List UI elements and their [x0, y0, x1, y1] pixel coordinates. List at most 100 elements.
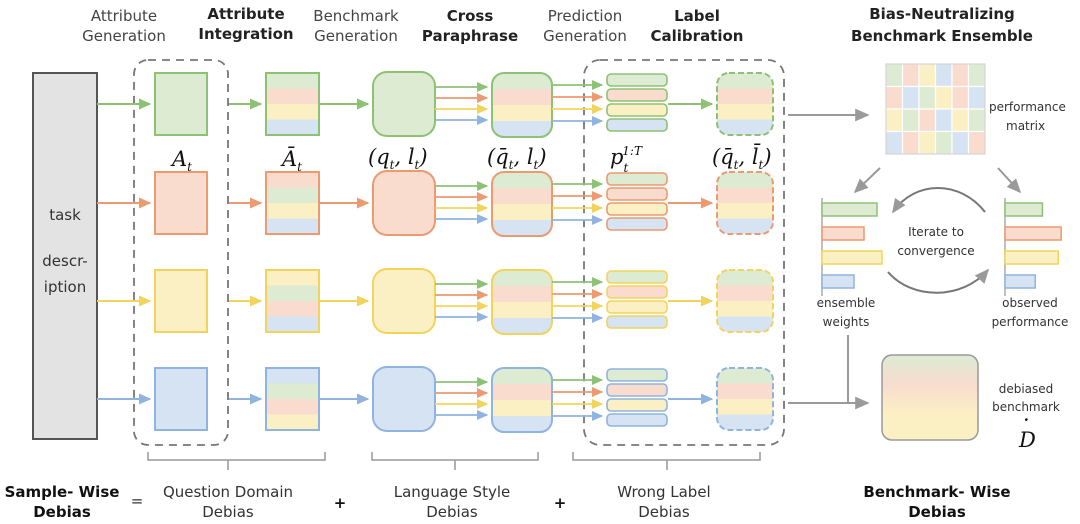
svg-text:Iterate to: Iterate to [908, 225, 964, 239]
paraphrase-blue-stripe-orange [492, 384, 552, 401]
svg-text:descr-: descr- [42, 252, 87, 270]
calibrated-box-green [716, 72, 774, 136]
prediction-card-blue [606, 118, 668, 132]
bar-blue [821, 274, 855, 289]
paraphrase-yellow-border [491, 269, 553, 335]
matrix-cell [967, 63, 986, 88]
header-bias-neutralizing: Bias-Neutralizing Benchmark Ensemble [851, 5, 1033, 45]
svg-text:task: task [49, 206, 81, 224]
row-blue [97, 366, 774, 433]
paraphrase-blue-stripe-green [492, 368, 552, 385]
header-benchmark-generation: Benchmark Generation [313, 7, 399, 45]
prediction-stack-yellow [606, 270, 668, 329]
paraphrase-orange-stripe-orange [492, 188, 552, 205]
performance-matrix [885, 63, 986, 155]
svg-text:Debias: Debias [638, 503, 690, 521]
attribute-box-blue [154, 367, 208, 431]
calibrated-blue-stripe-green [717, 368, 773, 384]
brace-question-domain [147, 452, 326, 470]
paraphrase-green-stripes [492, 73, 552, 137]
matrix-cell [934, 108, 953, 133]
calibrated-orange-stripe-green [717, 172, 773, 188]
svg-text:Attribute: Attribute [207, 5, 284, 23]
matrix-cell [885, 108, 904, 133]
prediction-card-green [606, 270, 668, 284]
math-labels: At Āt (qt, lt) (q̄t, lt) pt1:T (q̄t, l̄t… [170, 143, 772, 175]
paraphrase-blue-stripe-blue [492, 416, 552, 432]
calibrated-green-stripe-yellow [717, 104, 773, 120]
bar-blue [1004, 274, 1036, 289]
prediction-card-orange [606, 88, 668, 102]
iterate-arrow-bottom [887, 268, 990, 294]
svg-text:·: · [1023, 408, 1030, 432]
paraphrase-box-yellow [491, 269, 553, 335]
svg-text:Cross: Cross [447, 7, 494, 25]
observed-performance-bars [1004, 198, 1062, 296]
svg-text:Generation: Generation [543, 27, 627, 45]
svg-text:observed: observed [1002, 296, 1058, 310]
integrated-stripe-orange [266, 399, 319, 415]
integrated-stripe-yellow [266, 270, 319, 286]
calibrated-yellow-stripe-green [717, 270, 773, 286]
svg-text:Integration: Integration [198, 25, 293, 43]
matrix-cell [967, 108, 986, 133]
performance-matrix-label: performance matrix [989, 100, 1066, 133]
svg-text:Debias: Debias [908, 503, 966, 521]
question-domain-debias-label: Question Domain Debias [163, 483, 293, 521]
integrated-stripe-orange [266, 172, 319, 188]
benchmark-wise-debias-label: Benchmark- Wise Debias [863, 483, 1010, 521]
math-p-t: pt1:T [610, 144, 643, 175]
matrix-cell [951, 85, 970, 110]
paraphrase-yellow-stripes [492, 270, 552, 334]
svg-text:performance: performance [989, 100, 1066, 114]
calibrated-orange-stripe-blue [717, 218, 773, 234]
matrix-cell [901, 63, 920, 88]
matrix-cell [918, 85, 937, 110]
svg-text:Paraphrase: Paraphrase [422, 27, 518, 45]
row-green [97, 71, 774, 138]
prediction-card-yellow [606, 398, 668, 412]
paraphrase-yellow-stripe-orange [492, 286, 552, 303]
paraphrase-green-stripe-green [492, 73, 552, 90]
calibrated-yellow-stripe-yellow [717, 301, 773, 317]
matrix-cell [951, 108, 970, 133]
prediction-card-orange [606, 383, 668, 397]
prediction-card-blue [606, 315, 668, 329]
svg-text:Attribute: Attribute [91, 7, 157, 25]
benchmark-box-yellow [372, 268, 436, 334]
equals-sign: = [131, 492, 144, 510]
integrated-stripe-blue [266, 218, 319, 234]
svg-text:Question Domain: Question Domain [163, 483, 293, 501]
row-orange [97, 170, 774, 237]
calibrated-orange-stripe-orange [717, 187, 773, 204]
prediction-stack-orange [606, 172, 668, 231]
prediction-stack-blue [606, 368, 668, 427]
math-a-t: At [170, 147, 192, 174]
matrix-cell [885, 130, 904, 155]
prediction-card-blue [606, 413, 668, 427]
calibrated-orange-stripes [717, 172, 773, 234]
integrated-border-yellow [265, 269, 320, 333]
prediction-card-green [606, 368, 668, 382]
ensemble-weights-label: ensemble weights [817, 296, 876, 329]
calibrated-orange-stripe-yellow [717, 203, 773, 219]
svg-text:Benchmark: Benchmark [313, 7, 399, 25]
matrix-cell [934, 130, 953, 155]
matrix-cell [951, 130, 970, 155]
matrix-cell [918, 130, 937, 155]
svg-text:weights: weights [823, 315, 870, 329]
svg-text:Label: Label [674, 7, 720, 25]
prediction-card-green [606, 73, 668, 87]
paraphrase-orange-stripes [492, 172, 552, 236]
language-style-debias-label: Language Style Debias [394, 483, 510, 521]
prediction-card-orange [606, 187, 668, 201]
arrow-matrix-to-observed [997, 167, 1022, 194]
integrated-stripe-blue [266, 316, 319, 332]
paraphrase-orange-stripe-green [492, 172, 552, 189]
paraphrase-green-stripe-yellow [492, 105, 552, 122]
integrated-box-green [265, 72, 320, 136]
debiased-benchmark-box [881, 354, 979, 441]
prediction-stack-green [606, 73, 668, 132]
svg-text:Debias: Debias [426, 503, 478, 521]
